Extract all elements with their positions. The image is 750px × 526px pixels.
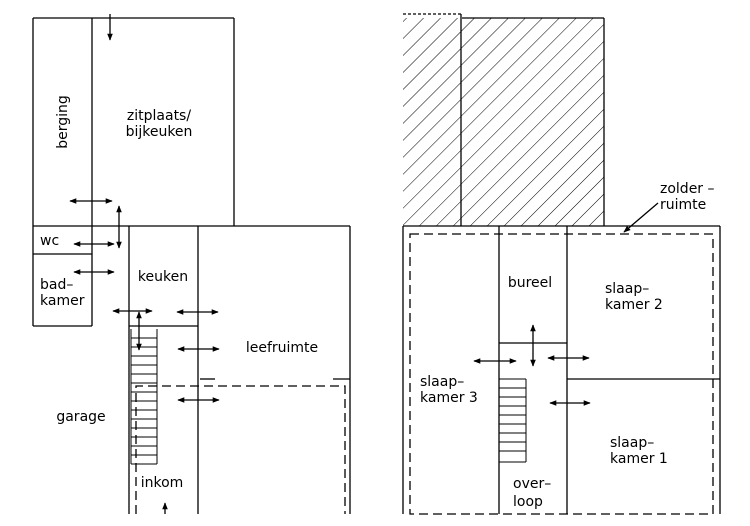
arrow-zolderruimte-pointer (623, 202, 659, 233)
label-berging: berging (55, 95, 71, 149)
label-slaapkamer2-line1: slaap– (605, 281, 649, 297)
upper-floor-hatched-roof (403, 13, 605, 226)
label-slaapkamer1-line1: slaap– (610, 435, 654, 451)
upper-floor-walls (402, 225, 721, 514)
label-badkamer-line2: kamer (40, 293, 85, 309)
label-zitplaats-line2: bijkeuken (126, 124, 193, 140)
ground-floor-plan: berging zitplaats/ bijkeuken wc bad– kam… (32, 14, 351, 514)
label-overloop-line2: loop (513, 494, 543, 510)
label-garage: garage (56, 409, 105, 425)
label-zitplaats-line1: zitplaats/ (127, 108, 191, 124)
label-badkamer-line1: bad– (40, 277, 73, 293)
label-slaapkamer3-line1: slaap– (420, 374, 464, 390)
upper-floor-plan: zolder – ruimte bureel slaap– kamer 2 sl… (402, 13, 721, 515)
label-overloop-line1: over– (513, 476, 551, 492)
label-zolderruimte-line1: zolder – (660, 181, 715, 197)
ground-floor-dashed-outline (135, 385, 346, 514)
ground-floor-room-labels: berging zitplaats/ bijkeuken wc bad– kam… (40, 95, 318, 491)
ground-floor-staircase (130, 329, 158, 465)
label-zolderruimte-line2: ruimte (660, 197, 706, 213)
label-slaapkamer1-line2: kamer 1 (610, 451, 668, 467)
label-slaapkamer3-line2: kamer 3 (420, 390, 478, 406)
label-bureel: bureel (508, 275, 552, 291)
ground-floor-walls (32, 17, 351, 514)
label-leefruimte: leefruimte (246, 340, 318, 356)
upper-floor-circulation-arrows (473, 202, 659, 406)
label-inkom: inkom (141, 475, 184, 491)
label-keuken: keuken (138, 269, 188, 285)
upper-floor-dashed-outline (409, 233, 714, 515)
label-slaapkamer2-line2: kamer 2 (605, 297, 663, 313)
label-wc: wc (40, 233, 59, 249)
ground-floor-circulation-arrows (69, 14, 220, 514)
upper-floor-staircase (499, 378, 527, 463)
upper-floor-room-labels: zolder – ruimte bureel slaap– kamer 2 sl… (420, 181, 715, 510)
